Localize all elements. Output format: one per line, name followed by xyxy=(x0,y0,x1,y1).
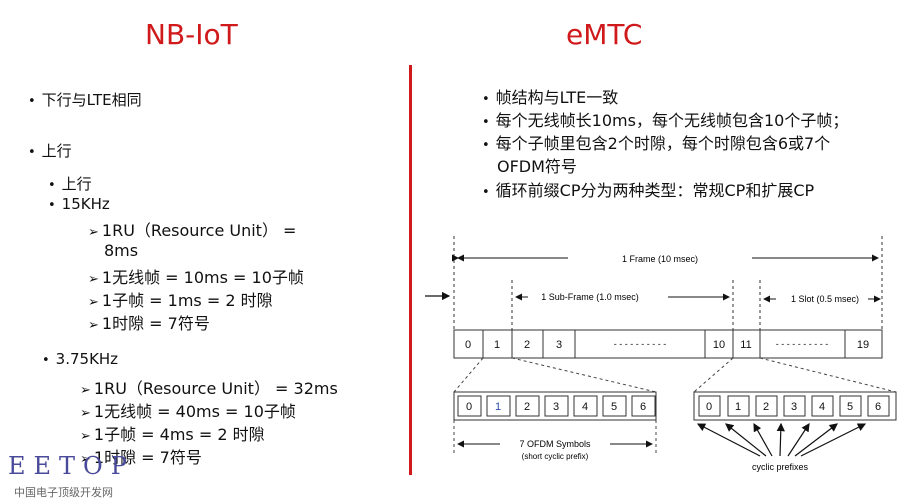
subframe-label: 1 Sub-Frame (1.0 msec) xyxy=(541,292,639,302)
khz15-item-2-text: 1无线帧 = 10ms = 10子帧 xyxy=(101,268,304,287)
sym-b-0: 0 xyxy=(706,401,712,413)
emtc-bullet-3: •循环前缀CP分为两种类型：常规CP和扩展CP xyxy=(482,181,815,200)
eetop-logo: EETOP xyxy=(8,452,135,480)
cyclic-prefix-label: cyclic prefixes xyxy=(752,462,809,472)
khz375-item-2: ➢1子帧 = 4ms = 2 时隙 xyxy=(80,425,265,444)
sym-a-1: 1 xyxy=(495,401,501,413)
emtc-bullet-1: •每个无线帧长10ms，每个无线帧包含10个子帧； xyxy=(482,111,849,130)
khz15-item-3-text: 1子帧 = 1ms = 2 时隙 xyxy=(101,291,273,310)
uplink-text: 上行 xyxy=(41,142,72,160)
column-divider xyxy=(409,65,412,475)
slot-2: 2 xyxy=(524,339,530,351)
frame-label: 1 Frame (10 msec) xyxy=(622,254,698,264)
khz15-label: 15KHz xyxy=(61,195,110,213)
khz375-label: 3.75KHz xyxy=(55,350,119,368)
khz375-bullet: •3.75KHz xyxy=(42,350,119,368)
sym-a-5: 5 xyxy=(611,401,617,413)
khz375-item-0-text: 1RU（Resource Unit） = 32ms xyxy=(93,379,338,398)
downlink-text: 下行与LTE相同 xyxy=(41,91,142,109)
slot-1: 1 xyxy=(494,339,500,351)
khz15-item-4: ➢1时隙 = 7符号 xyxy=(88,314,210,333)
sym-a-4: 4 xyxy=(582,401,588,413)
sym-b-3: 3 xyxy=(791,401,797,413)
downlink-bullet: •下行与LTE相同 xyxy=(28,91,142,109)
emtc-bullet-2: •每个子帧里包含2个时隙，每个时隙包含6或7个 xyxy=(482,134,831,153)
sym-b-4: 4 xyxy=(819,401,825,413)
sym-a-6: 6 xyxy=(640,401,646,413)
khz15-item-2: ➢1无线帧 = 10ms = 10子帧 xyxy=(88,268,304,287)
slot-10: 10 xyxy=(713,339,725,351)
khz375-item-3-text: 1时隙 = 7符号 xyxy=(93,448,202,467)
slot-11: 11 xyxy=(740,339,751,351)
eetop-subtitle: 中国电子顶级开发网 xyxy=(14,486,113,499)
khz15-item-4-text: 1时隙 = 7符号 xyxy=(101,314,210,333)
sym-b-2: 2 xyxy=(763,401,769,413)
emtc-bullet-2-text: 每个子帧里包含2个时隙，每个时隙包含6或7个 xyxy=(495,134,831,153)
emtc-title: eMTC xyxy=(566,18,643,51)
khz15-item-0: ➢1RU（Resource Unit） = xyxy=(88,221,297,240)
khz375-item-2-text: 1子帧 = 4ms = 2 时隙 xyxy=(93,425,265,444)
uplink-sub-bullet: •上行 xyxy=(48,175,92,193)
sym-b-5: 5 xyxy=(847,401,853,413)
nbiot-title: NB-IoT xyxy=(145,18,238,51)
slot-0: 0 xyxy=(465,339,471,351)
emtc-bullet-1-text: 每个无线帧长10ms，每个无线帧包含10个子帧； xyxy=(495,111,849,130)
emtc-bullet-0: •帧结构与LTE一致 xyxy=(482,88,619,107)
khz375-item-0: ➢1RU（Resource Unit） = 32ms xyxy=(80,379,338,398)
sym-a-0: 0 xyxy=(466,401,472,413)
slot-dashes-a: - - - - - - - - - - xyxy=(614,339,666,349)
sym-a-3: 3 xyxy=(553,401,559,413)
slot-3: 3 xyxy=(556,339,562,351)
khz15-item-3: ➢1子帧 = 1ms = 2 时隙 xyxy=(88,291,273,310)
slot-dashes-b: - - - - - - - - - - xyxy=(776,339,828,349)
khz375-item-3: ➢1时隙 = 7符号 xyxy=(80,448,202,467)
sym-b-6: 6 xyxy=(875,401,881,413)
uplink-sub-text: 上行 xyxy=(61,175,92,193)
emtc-bullet-2-cont: OFDM符号 xyxy=(497,157,577,176)
emtc-bullet-3-text: 循环前缀CP分为两种类型：常规CP和扩展CP xyxy=(495,181,815,200)
uplink-bullet: •上行 xyxy=(28,142,72,160)
khz15-item-0-text: 1RU（Resource Unit） = xyxy=(101,221,297,240)
ofdm-sub-label: (short cyclic prefix) xyxy=(522,452,589,461)
sym-b-1: 1 xyxy=(735,401,741,413)
khz375-item-1: ➢1无线帧 = 40ms = 10子帧 xyxy=(80,402,296,421)
khz375-item-1-text: 1无线帧 = 40ms = 10子帧 xyxy=(93,402,296,421)
ofdm-label: 7 OFDM Symbols xyxy=(519,439,591,449)
khz15-item-1: 8ms xyxy=(104,241,139,260)
slot-label: 1 Slot (0.5 msec) xyxy=(791,294,859,304)
slot-19: 19 xyxy=(857,339,869,351)
emtc-bullet-0-text: 帧结构与LTE一致 xyxy=(495,88,619,107)
sym-a-2: 2 xyxy=(524,401,530,413)
khz15-bullet: •15KHz xyxy=(48,195,110,213)
